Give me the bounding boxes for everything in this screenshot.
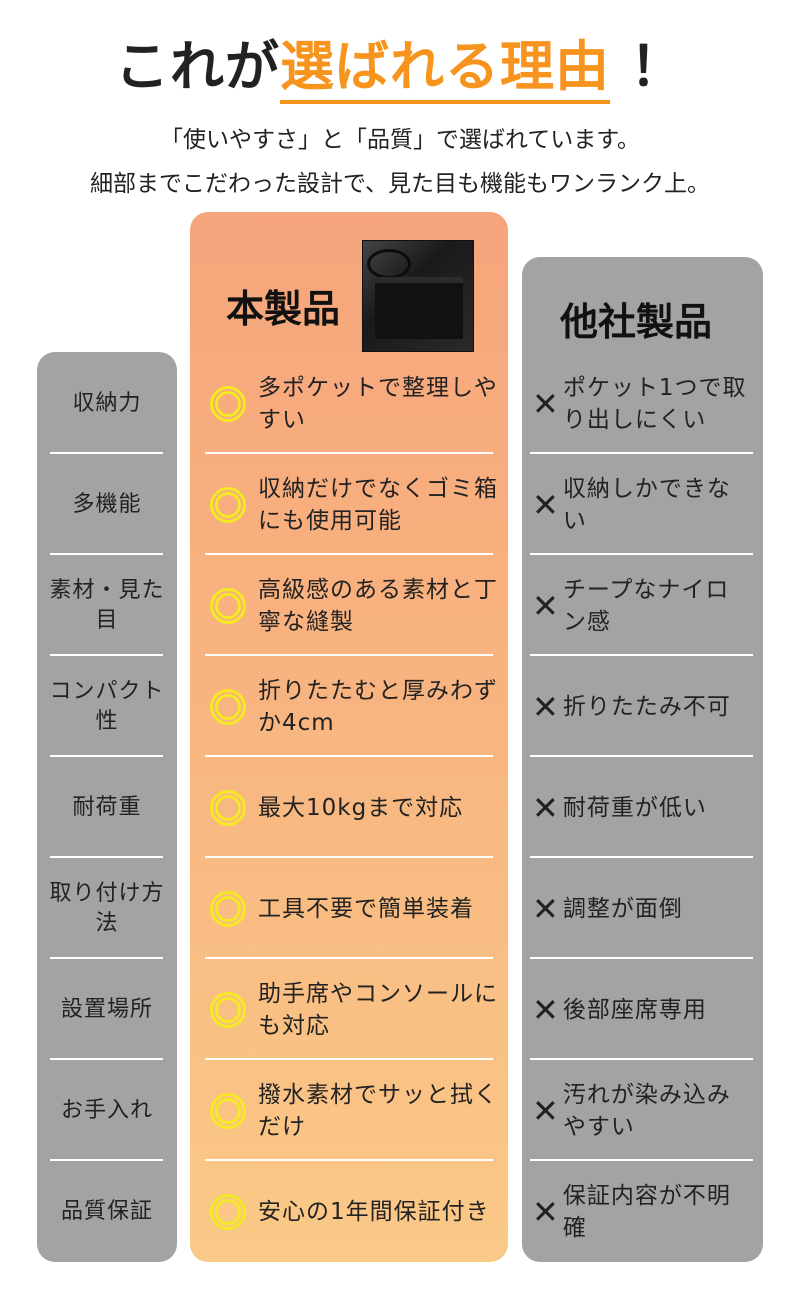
category-label: 多機能 xyxy=(72,491,142,517)
category-label: 素材・見た目 xyxy=(49,577,165,633)
our-product-row: 折りたたむと厚みわずか4cm xyxy=(190,656,508,757)
cross-icon: ✕ xyxy=(532,889,559,928)
category-row: コンパクト性 xyxy=(37,656,177,757)
other-product-feature: 耐荷重が低い xyxy=(562,794,707,821)
other-product-row: ✕耐荷重が低い xyxy=(522,757,763,858)
cross-icon: ✕ xyxy=(532,990,559,1029)
other-product-feature: 保証内容が不明確 xyxy=(562,1182,731,1241)
our-product-row: 工具不要で簡単装着 xyxy=(190,858,508,959)
double-circle-icon xyxy=(210,688,246,725)
our-product-row: 最大10kgまで対応 xyxy=(190,757,508,858)
double-circle-icon xyxy=(210,1092,246,1129)
other-product-feature: ポケット1つで取り出しにくい xyxy=(562,374,747,433)
our-product-feature: 多ポケットで整理しやすい xyxy=(258,374,498,433)
category-label: 耐荷重 xyxy=(72,794,142,820)
category-row: 多機能 xyxy=(37,454,177,555)
category-row: 素材・見た目 xyxy=(37,555,177,656)
our-product-feature: 撥水素材でサッと拭くだけ xyxy=(258,1081,498,1140)
our-product-row: 撥水素材でサッと拭くだけ xyxy=(190,1060,508,1161)
title-prefix: これが xyxy=(115,35,280,98)
double-circle-icon xyxy=(210,991,246,1028)
our-product-feature: 助手席やコンソールにも対応 xyxy=(258,980,498,1039)
cross-icon: ✕ xyxy=(532,1091,559,1130)
our-product-row: 安心の1年間保証付き xyxy=(190,1161,508,1262)
cross-icon: ✕ xyxy=(532,586,559,625)
other-product-feature: 調整が面倒 xyxy=(562,895,683,922)
our-product-row: 高級感のある素材と丁寧な縫製 xyxy=(190,555,508,656)
double-circle-icon xyxy=(210,486,246,523)
category-label: コンパクト性 xyxy=(49,678,165,734)
other-product-feature: 汚れが染み込みやすい xyxy=(562,1081,731,1140)
double-circle-icon xyxy=(210,789,246,826)
our-product-row: 収納だけでなくゴミ箱にも使用可能 xyxy=(190,454,508,555)
product-photo xyxy=(362,240,474,352)
category-row: 収納力 xyxy=(37,353,177,454)
category-label: お手入れ xyxy=(60,1097,153,1123)
page-title: これが選ばれる理由 ！ xyxy=(0,22,800,104)
other-product-feature: 収納しかできない xyxy=(562,475,731,534)
our-product-feature: 工具不要で簡単装着 xyxy=(258,895,474,922)
cross-icon: ✕ xyxy=(532,384,559,423)
our-product-feature: 最大10kgまで対応 xyxy=(258,794,464,821)
other-product-row: ✕折りたたみ不可 xyxy=(522,656,763,757)
other-product-row: ✕チープなナイロン感 xyxy=(522,555,763,656)
category-label: 取り付け方法 xyxy=(49,880,165,936)
cross-icon: ✕ xyxy=(532,788,559,827)
double-circle-icon xyxy=(210,587,246,624)
double-circle-icon xyxy=(210,890,246,927)
category-row: 耐荷重 xyxy=(37,757,177,858)
category-label: 品質保証 xyxy=(60,1198,153,1224)
our-product-feature: 高級感のある素材と丁寧な縫製 xyxy=(258,576,498,635)
cross-icon: ✕ xyxy=(532,687,559,726)
category-label: 設置場所 xyxy=(60,996,153,1022)
other-product-row: ✕後部座席専用 xyxy=(522,959,763,1060)
other-product-feature: 折りたたみ不可 xyxy=(562,693,731,720)
cross-icon: ✕ xyxy=(532,1192,559,1231)
double-circle-icon xyxy=(210,1193,246,1230)
our-product-feature: 安心の1年間保証付き xyxy=(258,1198,490,1225)
our-product-row: 助手席やコンソールにも対応 xyxy=(190,959,508,1060)
category-row: お手入れ xyxy=(37,1060,177,1161)
category-column: 収納力多機能素材・見た目コンパクト性耐荷重取り付け方法設置場所お手入れ品質保証 xyxy=(37,352,177,1262)
other-product-column: 他社製品 ✕ポケット1つで取り出しにくい✕収納しかできない✕チープなナイロン感✕… xyxy=(522,257,763,1262)
category-row: 品質保証 xyxy=(37,1161,177,1262)
our-product-feature: 折りたたむと厚みわずか4cm xyxy=(258,677,498,736)
our-product-heading: 本製品 xyxy=(226,287,341,331)
our-product-row: 多ポケットで整理しやすい xyxy=(190,353,508,454)
other-product-heading: 他社製品 xyxy=(560,300,713,344)
other-product-row: ✕収納しかできない xyxy=(522,454,763,555)
category-row: 取り付け方法 xyxy=(37,858,177,959)
title-highlight: 選ばれる理由 xyxy=(280,35,610,104)
subtitle-line-1: 「使いやすさ」と「品質」で選ばれています。 xyxy=(159,127,640,153)
other-product-row: ✕汚れが染み込みやすい xyxy=(522,1060,763,1161)
cross-icon: ✕ xyxy=(532,485,559,524)
title-suffix: ！ xyxy=(630,35,685,98)
category-label: 収納力 xyxy=(72,390,142,416)
subtitle-line-2: 細部までこだわった設計で、見た目も機能もワンランク上。 xyxy=(89,171,711,197)
double-circle-icon xyxy=(210,385,246,422)
our-product-feature: 収納だけでなくゴミ箱にも使用可能 xyxy=(258,475,498,534)
category-row: 設置場所 xyxy=(37,959,177,1060)
other-product-row: ✕保証内容が不明確 xyxy=(522,1161,763,1262)
other-product-row: ✕調整が面倒 xyxy=(522,858,763,959)
other-product-row: ✕ポケット1つで取り出しにくい xyxy=(522,353,763,454)
our-product-column: 本製品 多ポケットで整理しやすい収納だけでなくゴミ箱にも使用可能高級感のある素材… xyxy=(190,212,508,1262)
other-product-feature: 後部座席専用 xyxy=(562,996,707,1023)
other-product-feature: チープなナイロン感 xyxy=(562,576,730,635)
